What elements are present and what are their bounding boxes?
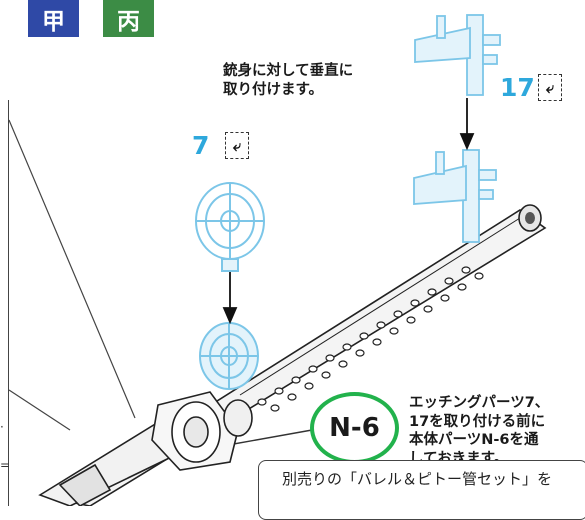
- assembly-illustration: [8, 14, 547, 506]
- badge-kou: 甲: [28, 0, 79, 37]
- bend-arrow-icon: ⤶: [538, 74, 562, 101]
- footer-note-text: 別売りの「バレル＆ピトー管セット」を: [282, 470, 553, 488]
- left-frame-border: [0, 100, 9, 506]
- leader-line-upper: [8, 119, 136, 419]
- assembly-arrow-icon: [222, 98, 475, 325]
- barrel-mount: [38, 391, 253, 506]
- part-label-n6: N-6: [329, 413, 380, 443]
- callout-leader: [227, 429, 313, 446]
- note-etching-order: エッチングパーツ7、 17を取り付ける前に 本体パーツN-6を通 しておきます。: [409, 395, 550, 467]
- left-frame-marks: · =: [0, 420, 11, 472]
- installed-sight-part-7: [199, 322, 259, 390]
- etched-sight-part-7: [195, 182, 265, 272]
- footer-note-box: 別売りの「バレル＆ピトー管セット」を: [258, 460, 585, 520]
- leader-line-lower: [8, 389, 71, 431]
- part-number-7: 7: [192, 131, 210, 160]
- installed-sight-part-17: [413, 149, 497, 243]
- barrel-holes: [257, 266, 484, 412]
- badge-hei: 丙: [103, 0, 154, 37]
- note-perpendicular: 銃身に対して垂直に 取り付けます。: [223, 63, 354, 98]
- part-number-17: 17: [500, 73, 535, 102]
- part-callout-n6: N-6: [310, 392, 399, 464]
- bend-arrow-icon: ⤶: [225, 132, 249, 159]
- etched-sight-part-17: [414, 14, 501, 96]
